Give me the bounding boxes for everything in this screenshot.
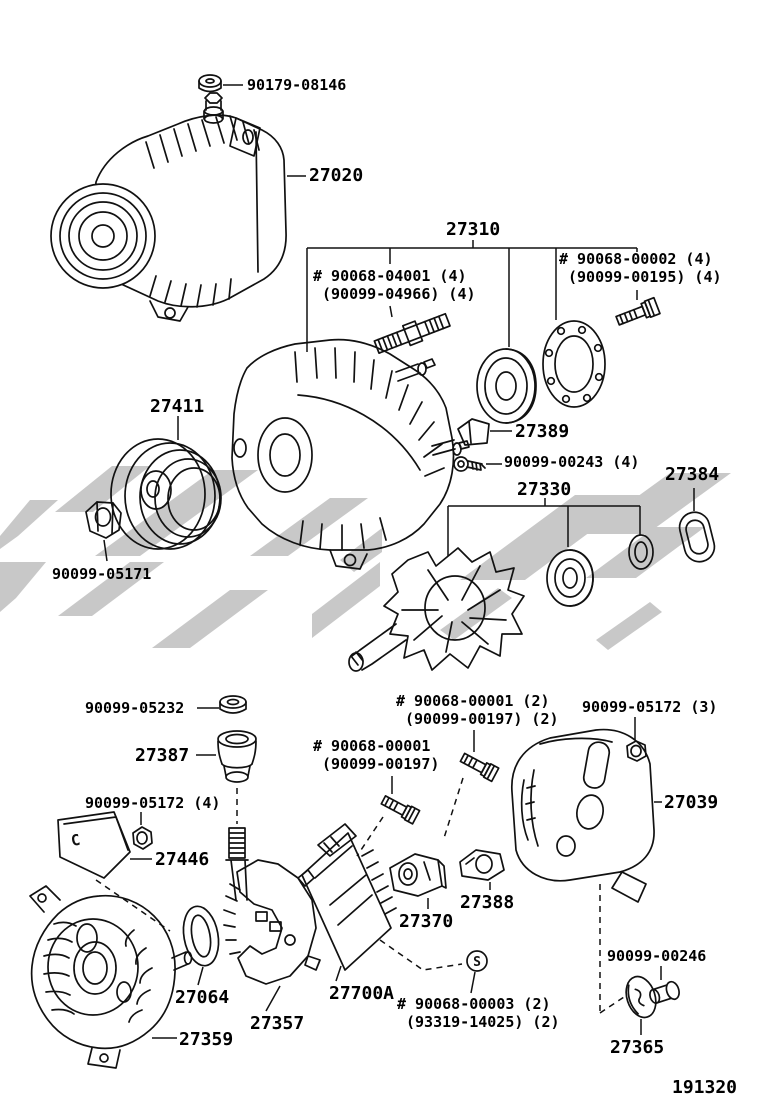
plug-drawing — [649, 980, 680, 1004]
grommet-drawing — [678, 511, 716, 563]
part-label-line1: # 90068-00002 (4) — [559, 250, 713, 268]
nut-05172x4-drawing — [132, 826, 153, 850]
rectifier-drawing — [223, 859, 321, 985]
brush-holder-drawing — [459, 849, 505, 881]
retainer-bolt-drawing — [615, 296, 661, 326]
part-label-line1: # 90068-00001 (2) — [396, 692, 550, 710]
part-label-90068-00003: # 90068-00003 (2) (93319-14025) (2) — [397, 995, 560, 1031]
nut-05172x3-drawing — [626, 740, 647, 762]
part-label-27387: 27387 — [135, 745, 190, 766]
front-bearing-drawing — [476, 348, 537, 424]
part-label-line2: (90099-00195) (4) — [568, 267, 722, 286]
part-label-90099-00246: 90099-00246 — [607, 947, 707, 965]
part-label-27359: 27359 — [179, 1029, 234, 1050]
bearing-retainer-drawing — [542, 320, 606, 408]
assembly-dashed-lines — [95, 777, 625, 1014]
part-label-line1: # 90068-00003 (2) — [397, 995, 551, 1013]
part-label-27384: 27384 — [665, 464, 720, 485]
insulator-drawing — [217, 730, 257, 783]
rear-bearing-drawing — [546, 549, 594, 607]
pulley-nut-drawing — [85, 501, 122, 539]
part-label-27700A: 27700A — [329, 983, 395, 1004]
part-label-90068-00001-2: # 90068-00001 (2) (90099-00197) (2) — [396, 692, 559, 728]
through-bolt-drawing — [373, 312, 451, 355]
bolt-00001-drawing — [380, 795, 421, 825]
part-label-27446: 27446 — [155, 849, 210, 870]
part-label-90068-00001: # 90068-00001 (90099-00197) — [313, 737, 440, 773]
leader-lines — [103, 84, 695, 1039]
pulley-drawing — [110, 438, 222, 550]
part-label-27370: 27370 — [399, 911, 454, 932]
part-label-90099-00243: 90099-00243 (4) — [504, 453, 640, 471]
alternator-assembly-drawing — [50, 92, 287, 322]
part-label-90099-05232: 90099-05232 — [85, 699, 185, 717]
part-label-27388: 27388 — [460, 892, 515, 913]
spacer-clip-drawing — [457, 418, 490, 446]
part-label-line2: (90099-00197) — [322, 754, 440, 773]
part-label-27357: 27357 — [250, 1013, 305, 1034]
bolt-00001x2-drawing — [459, 752, 500, 783]
rotor-drawing — [348, 547, 525, 672]
figure-number: 191320 — [672, 1077, 738, 1098]
part-label-27020: 27020 — [309, 165, 364, 186]
part-label-90179-08146: 90179-08146 — [247, 76, 347, 94]
part-label-27064: 27064 — [175, 987, 230, 1008]
screw-symbol-drawing — [466, 950, 488, 972]
screw-symbol-mark: S — [473, 955, 481, 970]
part-label-27389: 27389 — [515, 421, 570, 442]
part-label-27411: 27411 — [150, 396, 205, 417]
nut-05232-drawing — [219, 695, 247, 714]
watermark-logo-icon — [0, 466, 731, 650]
screw-00243-drawing — [453, 456, 486, 472]
part-label-line2: (90099-04966) (4) — [322, 284, 476, 303]
part-label-line1: # 90068-04001 (4) — [313, 267, 467, 285]
terminal-cap-drawing — [625, 975, 657, 1019]
bracket-27446-drawing — [57, 811, 131, 879]
part-label-line1: # 90068-00001 — [313, 737, 431, 755]
washer-drawing — [628, 534, 654, 570]
part-label-90068-04001: # 90068-04001 (4) (90099-04966) (4) — [313, 267, 476, 303]
nut-90179-drawing — [198, 74, 222, 93]
part-label-90099-05172-3: 90099-05172 (3) — [582, 698, 718, 716]
part-label-90099-05172-4: 90099-05172 (4) — [85, 794, 221, 812]
terminal-stud-drawing — [225, 827, 249, 901]
regulator-drawing — [389, 853, 447, 897]
part-label-27365: 27365 — [610, 1037, 665, 1058]
plate-washer-drawing — [182, 905, 220, 967]
end-cover-drawing — [511, 728, 655, 903]
part-label-27310: 27310 — [446, 219, 501, 240]
drive-end-frame-drawing — [231, 338, 470, 570]
part-label-line2: (90099-00197) (2) — [405, 709, 559, 728]
part-label-line2: (93319-14025) (2) — [406, 1012, 560, 1031]
part-label-27330: 27330 — [517, 479, 572, 500]
part-label-90068-00002: # 90068-00002 (4) (90099-00195) (4) — [559, 250, 722, 286]
bracket-stamp-mark: C — [70, 831, 82, 850]
regulator-assembly-drawing — [301, 823, 397, 971]
part-label-90099-05171: 90099-05171 — [52, 565, 152, 583]
part-label-27039: 27039 — [664, 792, 719, 813]
end-frame-drawing — [29, 885, 193, 1069]
